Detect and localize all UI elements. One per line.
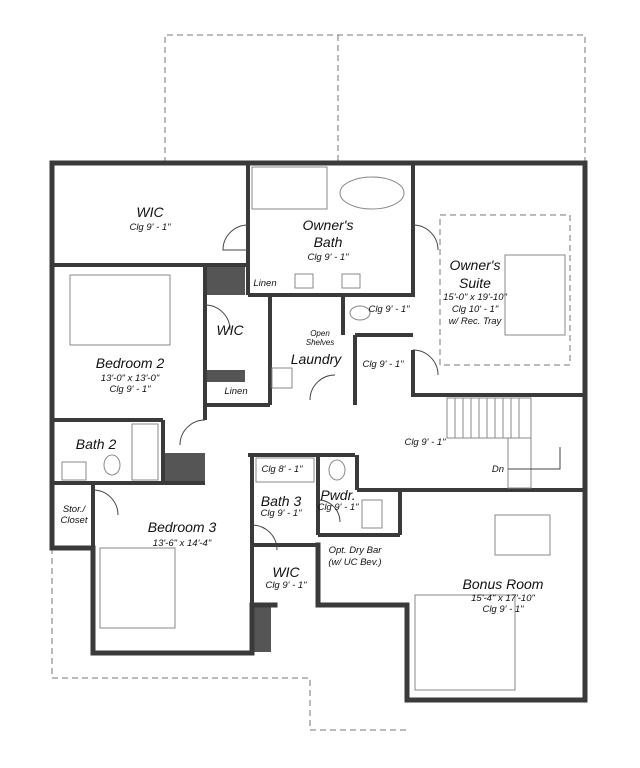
bathtub-freestanding <box>339 176 405 210</box>
ceiling-label: Clg 9' - 1" <box>307 252 349 263</box>
ceiling-label: Clg 9' - 1" <box>260 508 302 519</box>
ceiling-note: w/ Rec. Tray <box>448 316 502 327</box>
room-label-wic: WIC <box>136 204 164 220</box>
bed <box>99 547 176 629</box>
tub-bath3 <box>255 457 315 483</box>
label-dry-bar: Opt. Dry Bar <box>328 545 382 556</box>
room-label-powder: Pwdr. <box>320 487 356 503</box>
room-size: 13'-6" x 14'-4" <box>152 538 212 549</box>
toilet <box>349 305 371 321</box>
room-label-bonus-room: Bonus Room <box>462 576 544 592</box>
room-size: 15'-0" x 19'-10" <box>443 292 507 303</box>
ceiling-label: Clg 9' - 1" <box>129 222 171 233</box>
label-open-shelves-2: Shelves <box>305 338 335 347</box>
sink <box>294 273 314 289</box>
exterior-walls <box>49 160 588 703</box>
laundry-sink <box>271 367 293 389</box>
room-label-storage-2: Closet <box>60 515 88 526</box>
room-label-laundry: Laundry <box>290 351 342 367</box>
tray-ceiling <box>439 214 571 366</box>
ceiling-label: Clg 10' - 1" <box>451 304 499 315</box>
ceiling-label: Clg 9' - 1" <box>265 580 307 591</box>
room-label-wic: WIC <box>272 564 300 580</box>
room-label-owners-suite: Owner's <box>449 257 501 273</box>
ceiling-label: Clg 9' - 1" <box>368 304 410 315</box>
chases <box>163 265 271 652</box>
room-label-bedroom-2: Bedroom 2 <box>95 355 165 371</box>
room-label-bath-3: Bath 3 <box>260 493 302 509</box>
ceiling-label: Clg 9' - 1" <box>109 384 151 395</box>
fixtures <box>61 166 571 691</box>
toilet <box>103 454 121 476</box>
toilet <box>328 459 346 481</box>
ceiling-label: Clg 9' - 1" <box>404 437 446 448</box>
room-label-owners-bath-2: Bath <box>313 234 343 250</box>
sink <box>61 461 87 481</box>
room-label-owners-bath: Owner's <box>302 217 354 233</box>
porch-outline-top <box>164 34 586 163</box>
room-size: 13'-0" x 13'-0" <box>100 373 160 384</box>
label-open-shelves: Open <box>310 329 330 338</box>
room-label-wic: WIC <box>216 322 244 338</box>
room-size: 15'-4" x 17'-10" <box>471 593 535 604</box>
ceiling-label: Clg 8' - 1" <box>261 464 303 475</box>
ceiling-label: Clg 9' - 1" <box>317 502 359 513</box>
sofa <box>414 594 516 691</box>
bed <box>504 254 566 336</box>
room-label-linen: Linen <box>224 386 248 397</box>
doors <box>92 224 439 551</box>
stairs-down-label: Dn <box>491 464 505 475</box>
label-dry-bar-2: (w/ UC Bev.) <box>328 557 382 568</box>
bathtub <box>131 423 159 481</box>
interior-walls <box>52 163 585 605</box>
room-label-linen: Linen <box>253 278 277 289</box>
sink <box>341 273 361 289</box>
ceiling-label: Clg 9' - 1" <box>362 359 404 370</box>
stairs <box>446 397 561 489</box>
sink <box>361 499 383 529</box>
porch-outline-bottom <box>51 548 407 731</box>
ceiling-label: Clg 9' - 1" <box>482 604 524 615</box>
dining-table <box>494 514 551 556</box>
shower <box>251 166 328 210</box>
room-label-bath-2: Bath 2 <box>75 436 117 452</box>
room-label-storage: Stor./ <box>62 504 86 515</box>
room-label-bedroom-3: Bedroom 3 <box>147 519 217 535</box>
bed <box>69 274 171 346</box>
room-label-owners-suite-2: Suite <box>459 275 491 291</box>
